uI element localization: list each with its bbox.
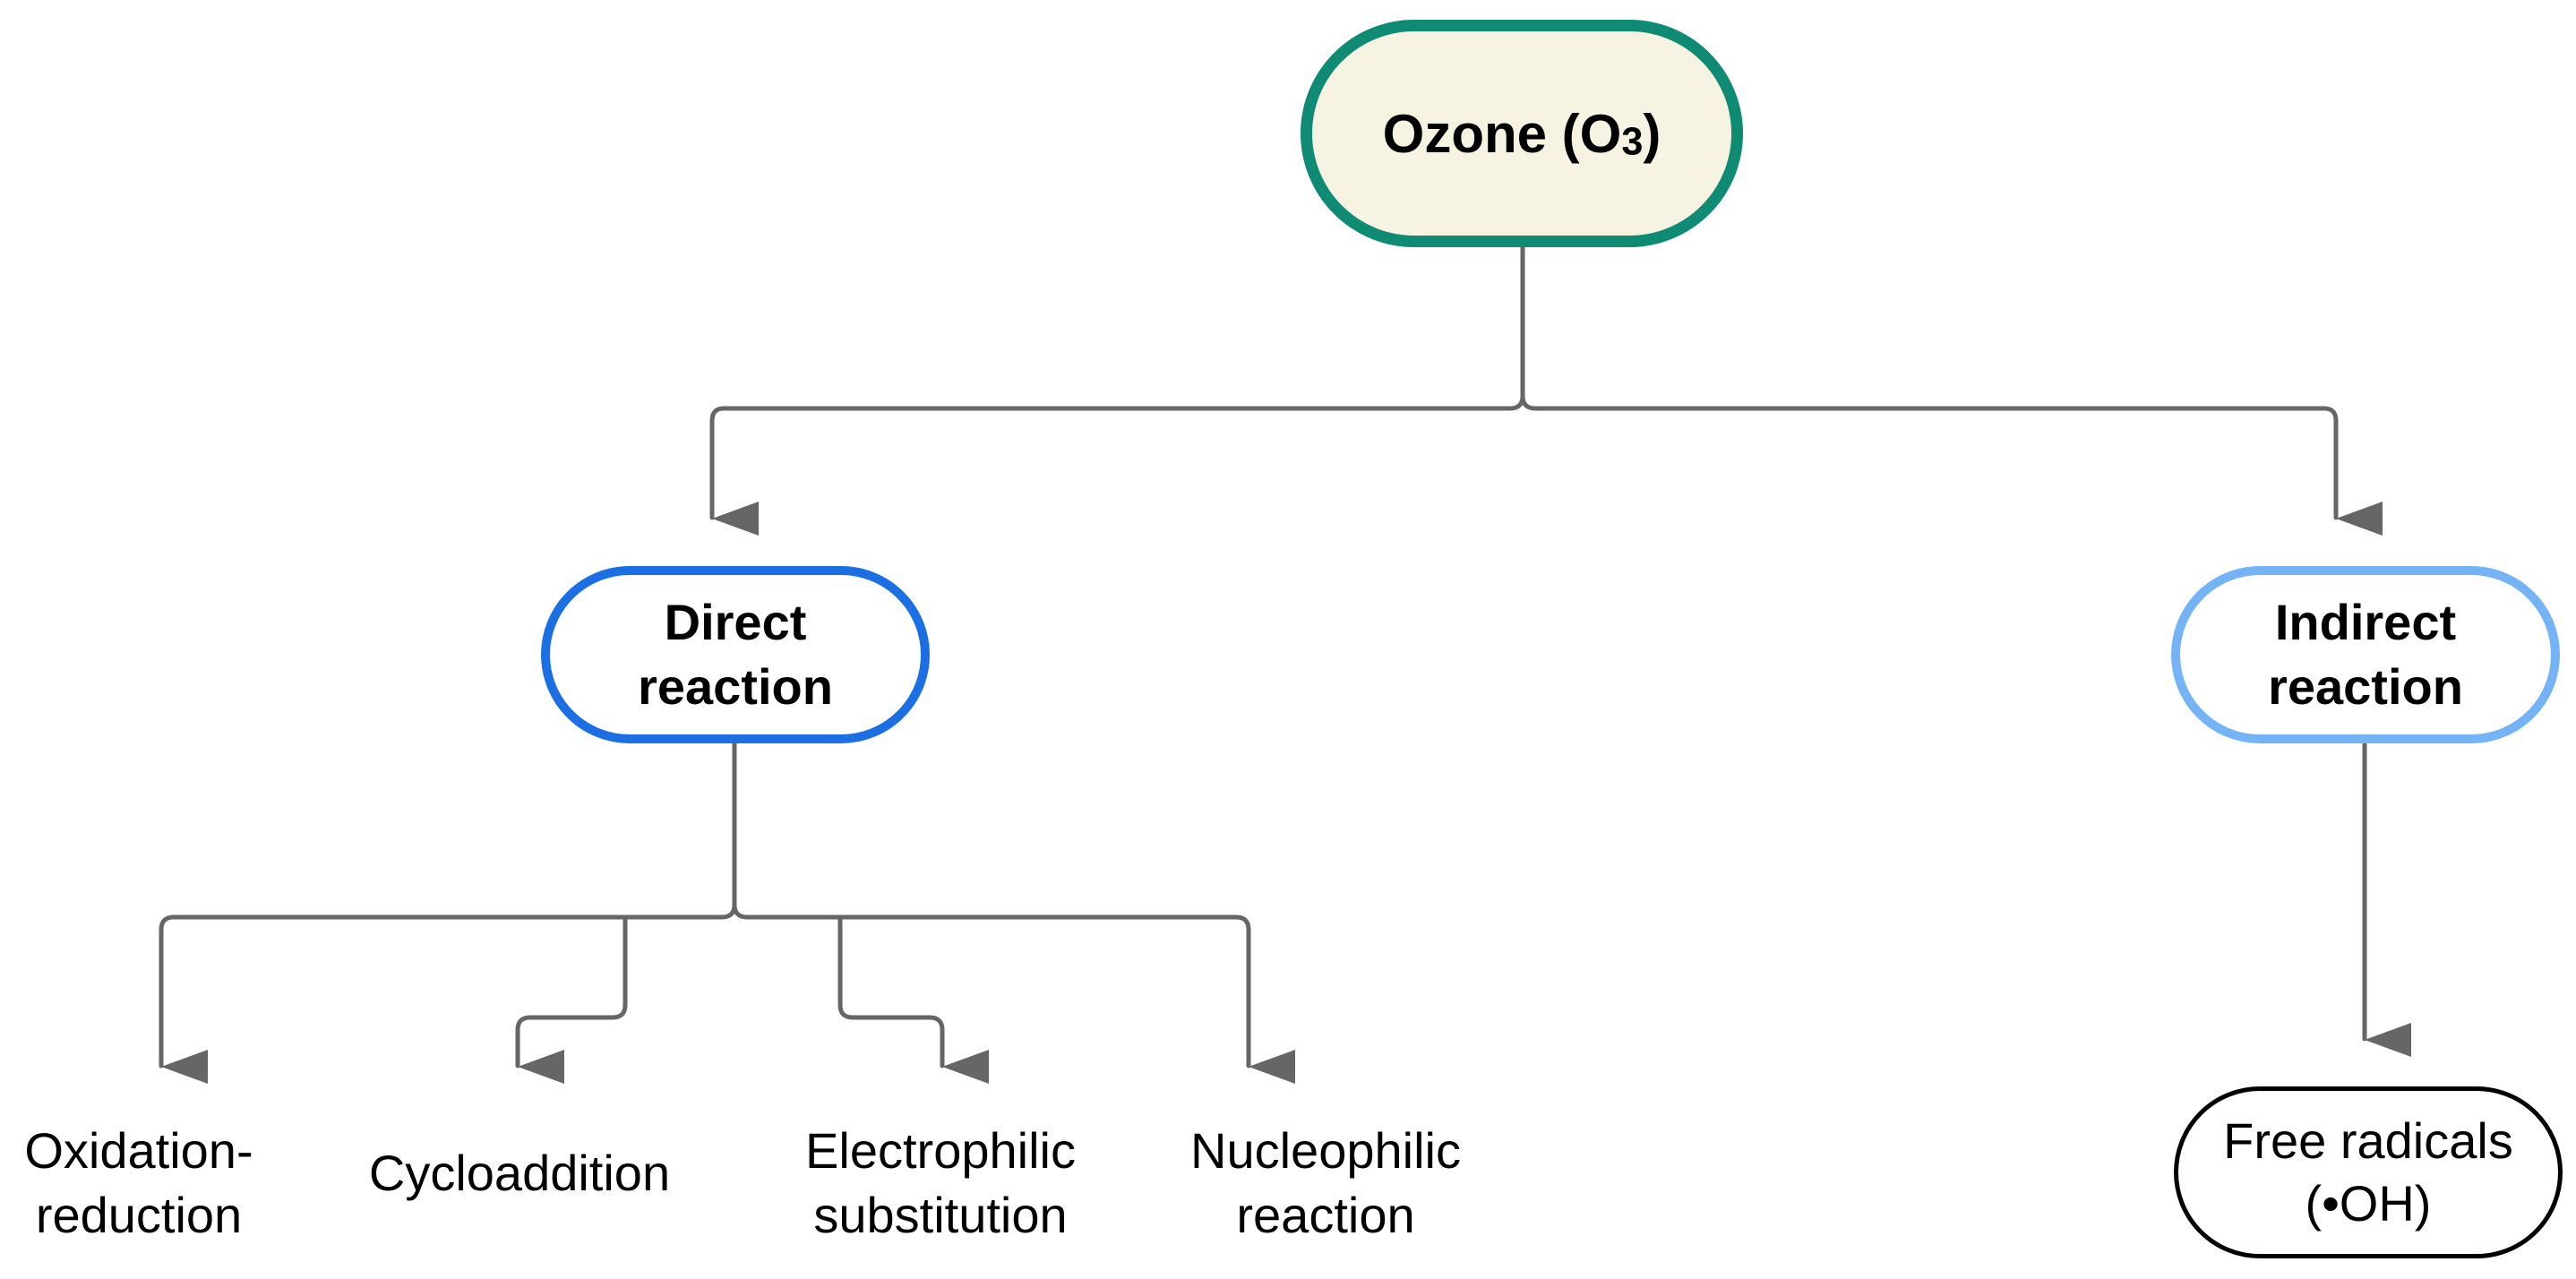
ozone-subscript: 3 xyxy=(1621,120,1644,164)
cycloaddition-label: Cycloaddition xyxy=(368,1145,671,1201)
oxidation-reduction-line2: reduction xyxy=(35,1187,243,1243)
connector-root-trunk xyxy=(709,245,1525,536)
connector-direct-to-electrophilic xyxy=(732,902,1295,1084)
indirect-reaction-line2: reaction xyxy=(2268,658,2463,715)
ozone-label: Ozone (O3) xyxy=(1382,103,1662,164)
free-radicals-line2: (•OH) xyxy=(2305,1175,2432,1232)
indirect-reaction-line1: Indirect xyxy=(2274,594,2457,650)
connector-direct-to-cycloaddition xyxy=(515,914,628,1084)
free-radicals-node: Free radicals (•OH) xyxy=(2174,1086,2563,1258)
free-radicals-line1: Free radicals xyxy=(2223,1112,2513,1169)
oxidation-reduction-line1: Oxidation- xyxy=(24,1122,253,1179)
electrophilic-substitution-line1: Electrophilic xyxy=(805,1122,1076,1179)
oxidation-reduction-node: Oxidation- reduction xyxy=(0,1116,278,1250)
ozone-node: Ozone (O3) xyxy=(1301,20,1743,247)
direct-reaction-node: Direct reaction xyxy=(541,566,930,743)
cycloaddition-node: Cycloaddition xyxy=(340,1116,699,1250)
direct-reaction-line1: Direct xyxy=(664,594,807,650)
connector-direct-to-nucleophilic xyxy=(837,914,989,1084)
electrophilic-substitution-node: Electrophilic substitution xyxy=(779,1116,1102,1250)
nucleophilic-reaction-node: Nucleophilic reaction xyxy=(1164,1116,1487,1250)
indirect-reaction-node: Indirect reaction xyxy=(2171,566,2560,743)
direct-reaction-line2: reaction xyxy=(638,658,833,715)
nucleophilic-reaction-line2: reaction xyxy=(1236,1187,1415,1243)
connector-direct-to-oxidation xyxy=(159,741,737,1084)
electrophilic-substitution-line2: substitution xyxy=(813,1187,1068,1243)
connector-root-to-indirect xyxy=(1520,393,2383,536)
nucleophilic-reaction-line1: Nucleophilic xyxy=(1190,1122,1461,1179)
